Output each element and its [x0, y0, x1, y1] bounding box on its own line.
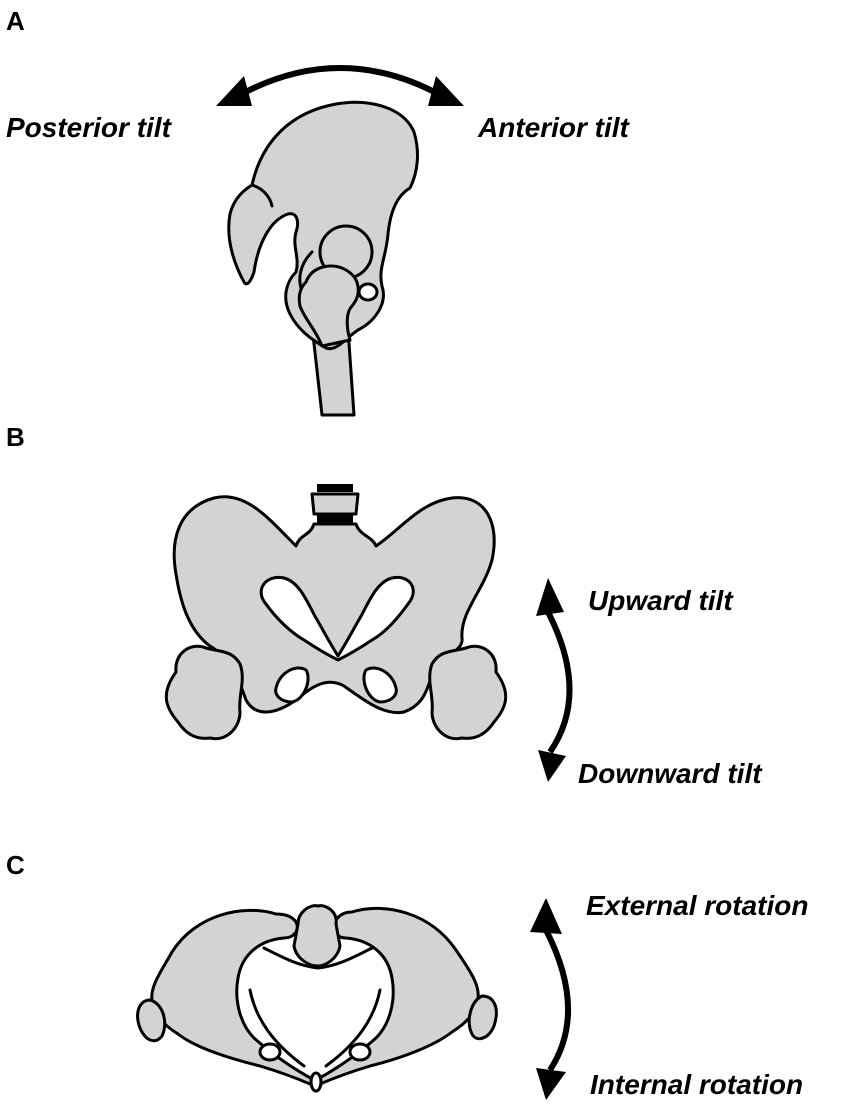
pubic-symphysis	[309, 1071, 323, 1093]
right-obturator-foramen	[362, 666, 398, 704]
femoral-neck	[297, 264, 360, 348]
left-femur-axial	[136, 998, 167, 1043]
internal-rotation-label: Internal rotation	[590, 1069, 803, 1100]
right-acetabulum-marker	[348, 1042, 372, 1062]
sacrum	[292, 904, 342, 968]
panel-c-letter: C	[6, 850, 25, 880]
right-femur-axial	[467, 994, 498, 1041]
obturator-foramen	[357, 282, 379, 302]
frontal-pelvis-illustration	[164, 484, 508, 741]
downward-tilt-label: Downward tilt	[578, 758, 763, 789]
pelvic-inlet	[259, 575, 415, 662]
lumbar-vertebra	[310, 492, 360, 516]
panel-b-letter: B	[6, 422, 25, 452]
right-femoral-head	[428, 644, 508, 741]
panel-a-letter: A	[6, 6, 25, 36]
intervertebral-disc-lower	[317, 515, 353, 523]
pelvis-frontal	[172, 495, 496, 715]
left-acetabulum-marker	[258, 1042, 282, 1062]
panel-a: A Posterior tilt Anterior tilt	[6, 6, 631, 417]
anterior-tilt-label: Anterior tilt	[477, 112, 631, 143]
intervertebral-disc	[317, 484, 353, 492]
posterior-tilt-label: Posterior tilt	[6, 112, 173, 143]
left-hemipelvis-axial	[150, 908, 316, 1086]
upward-tilt-label: Upward tilt	[588, 585, 734, 616]
lateral-pelvis-illustration	[227, 100, 419, 417]
panel-c: C External rotation	[6, 850, 808, 1100]
panel-c-arrow-icon	[530, 898, 572, 1100]
left-femoral-head	[164, 644, 244, 741]
right-hemipelvis-axial	[314, 906, 480, 1086]
left-obturator-foramen	[274, 666, 310, 704]
panel-b-arrow-icon	[536, 578, 573, 782]
external-rotation-label: External rotation	[586, 890, 808, 921]
panel-a-arrow-icon	[216, 65, 464, 106]
axial-pelvis-illustration	[136, 904, 498, 1093]
panel-b: B Upward tilt Downward tilt	[6, 422, 763, 789]
